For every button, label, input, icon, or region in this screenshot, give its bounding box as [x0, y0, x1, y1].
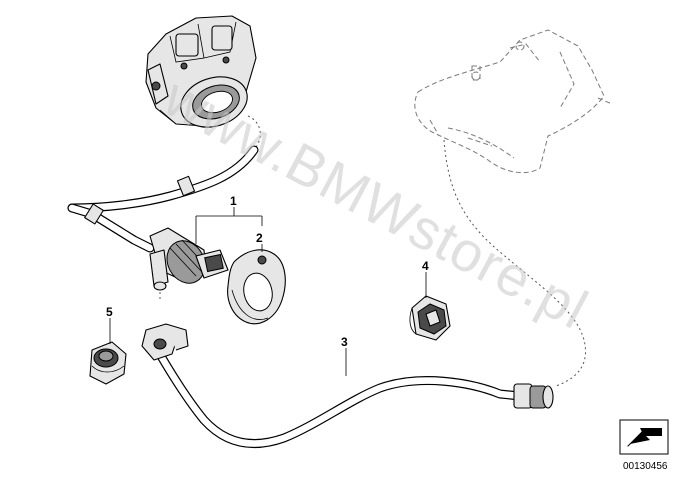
rubber-mount — [227, 249, 286, 325]
callout-3: 3 — [341, 335, 348, 349]
tank-vent-valve — [149, 227, 229, 291]
callout-2: 2 — [256, 231, 263, 245]
callout-1: 1 — [230, 194, 237, 208]
orientation-box — [619, 419, 669, 455]
throttle-body — [145, 15, 257, 128]
watermark: www.BMWstore.pl — [153, 65, 598, 341]
fuel-tank-outline — [414, 29, 613, 174]
diagram-number: 00130456 — [623, 461, 668, 472]
callout-4: 4 — [422, 259, 429, 273]
vent-hose-main — [141, 323, 554, 449]
leader-lines — [109, 207, 427, 376]
callout-5: 5 — [106, 305, 113, 319]
valve-clip — [409, 295, 451, 341]
vent-hose-upper — [67, 145, 259, 253]
grommet — [89, 341, 127, 385]
